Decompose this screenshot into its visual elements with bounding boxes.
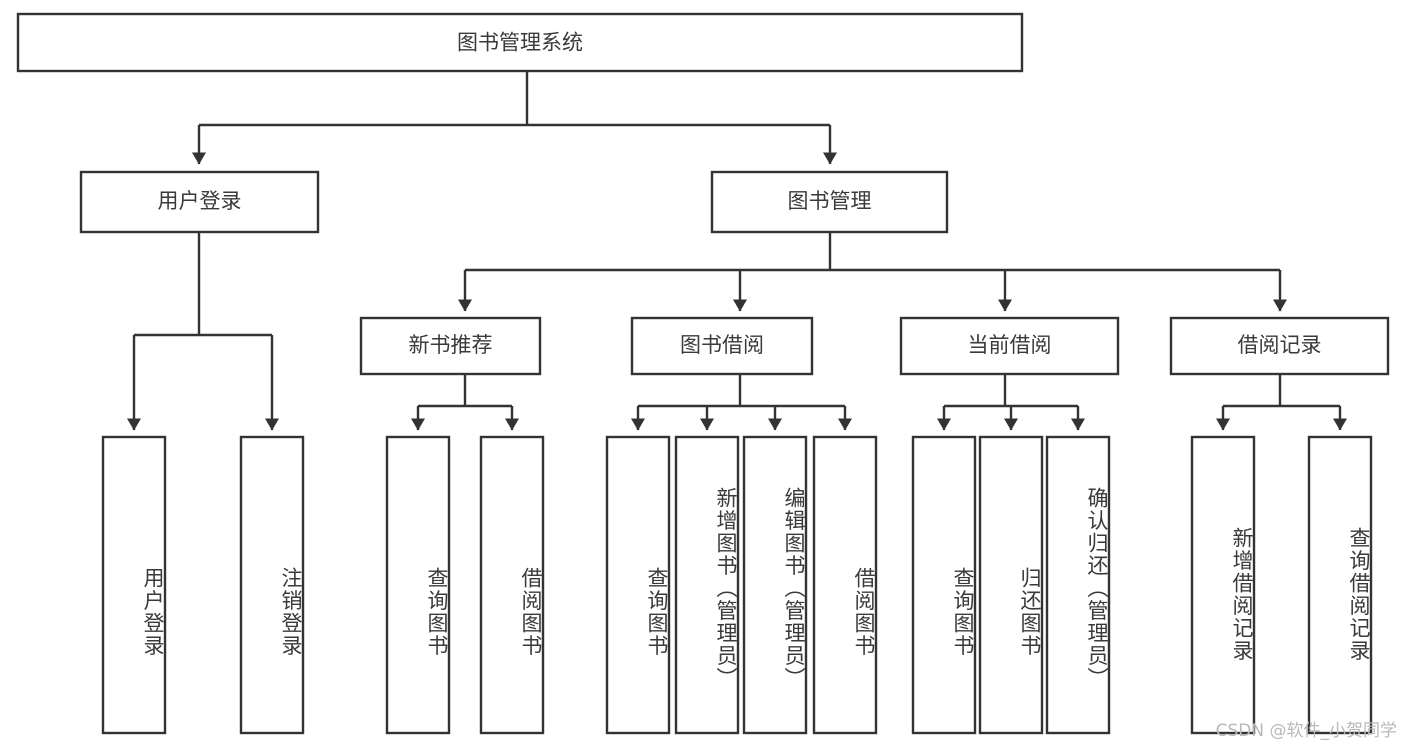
node-book-management[interactable]: 图书管理 [710, 170, 949, 234]
node-book-management-label: 图书管理 [788, 189, 872, 213]
node-user-login[interactable]: 用户登录 [79, 170, 320, 234]
node-borrow-record[interactable]: 借阅记录 [1169, 316, 1390, 376]
leaf-box-book-borrow-1[interactable] [674, 435, 740, 735]
leaf-box-new-book-1[interactable] [479, 435, 545, 735]
node-book-borrow-label: 图书借阅 [680, 333, 764, 357]
leaf-box-new-book-0[interactable] [385, 435, 451, 735]
node-root-label: 图书管理系统 [457, 31, 583, 55]
leaf-box-book-borrow-0[interactable] [605, 435, 671, 735]
leaf-box-user-login-1[interactable] [239, 435, 305, 735]
connector-borrowrecord-to-leaves [1216, 374, 1347, 431]
connector-userlogin-to-leaves [127, 232, 279, 431]
connector-root-to-level2 [192, 71, 837, 165]
node-root[interactable]: 图书管理系统 [16, 12, 1024, 73]
node-root-box [16, 12, 1024, 73]
node-book-borrow-box [630, 316, 814, 376]
leaf-box-current-borrow-0[interactable] [911, 435, 977, 735]
node-borrow-record-label: 借阅记录 [1238, 333, 1322, 357]
connector-currentborrow-to-leaves [937, 374, 1085, 431]
node-current-borrow[interactable]: 当前借阅 [899, 316, 1120, 376]
node-book-management-box [710, 170, 949, 234]
node-current-borrow-box [899, 316, 1120, 376]
leaf-box-current-borrow-2[interactable] [1045, 435, 1111, 735]
leaf-box-borrow-record-1[interactable] [1307, 435, 1373, 735]
watermark: CSDN @软件_小贺同学 [1215, 721, 1397, 741]
node-new-book-recommend[interactable]: 新书推荐 [359, 316, 542, 376]
connector-bookmgmt-to-level3 [458, 232, 1287, 312]
node-borrow-record-box [1169, 316, 1390, 376]
node-user-login-box [79, 170, 320, 234]
leaf-box-book-borrow-3[interactable] [812, 435, 878, 735]
node-book-borrow[interactable]: 图书借阅 [630, 316, 814, 376]
leaf-box-borrow-record-0[interactable] [1190, 435, 1256, 735]
leaf-box-user-login-0[interactable] [101, 435, 167, 735]
connector-bookborrow-to-leaves [631, 374, 852, 431]
node-new-book-recommend-label: 新书推荐 [409, 333, 493, 357]
node-user-login-label: 用户登录 [158, 189, 242, 213]
node-current-borrow-label: 当前借阅 [968, 333, 1052, 357]
connector-newbook-to-leaves [411, 374, 519, 431]
node-new-book-recommend-box [359, 316, 542, 376]
leaf-box-book-borrow-2[interactable] [742, 435, 808, 735]
leaf-box-current-borrow-1[interactable] [978, 435, 1044, 735]
